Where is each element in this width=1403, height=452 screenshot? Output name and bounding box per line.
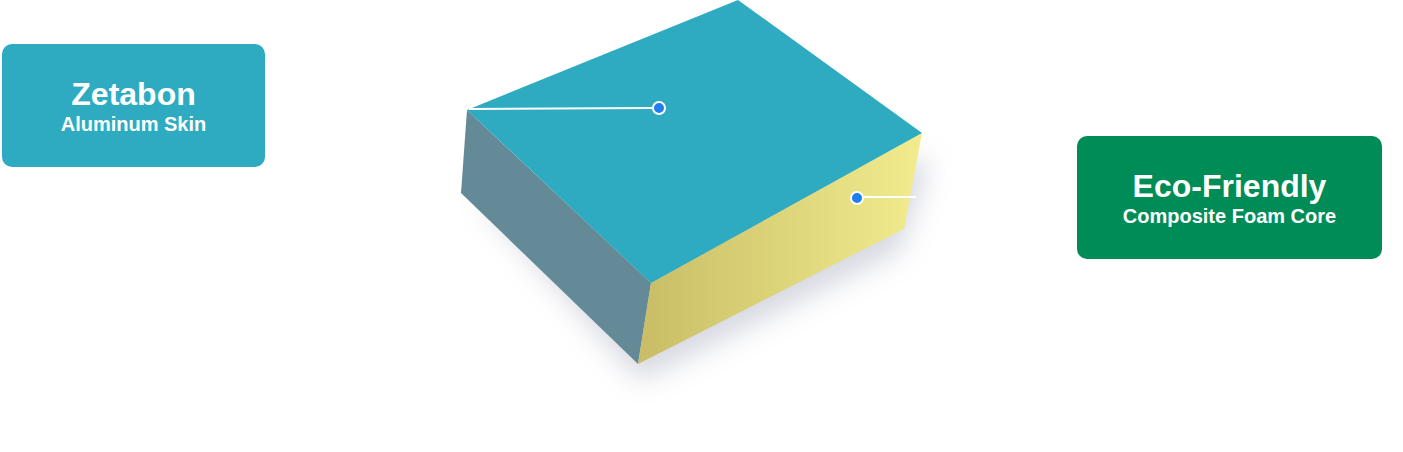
box-heading: Eco-Friendly [1133, 168, 1327, 204]
label-box: ZetabonAluminum Skin [2, 44, 265, 167]
leader-dot [653, 102, 665, 114]
leader-line [864, 196, 916, 198]
box-heading: Zetabon [71, 76, 195, 112]
box-subheading: Aluminum Skin [61, 112, 207, 136]
box-subheading: Composite Foam Core [1123, 204, 1336, 228]
label-box: Eco-FriendlyComposite Foam Core [1077, 136, 1382, 259]
leader-dot [851, 192, 863, 204]
aluminum-skin-face [467, 0, 922, 283]
leader-line [469, 108, 652, 109]
